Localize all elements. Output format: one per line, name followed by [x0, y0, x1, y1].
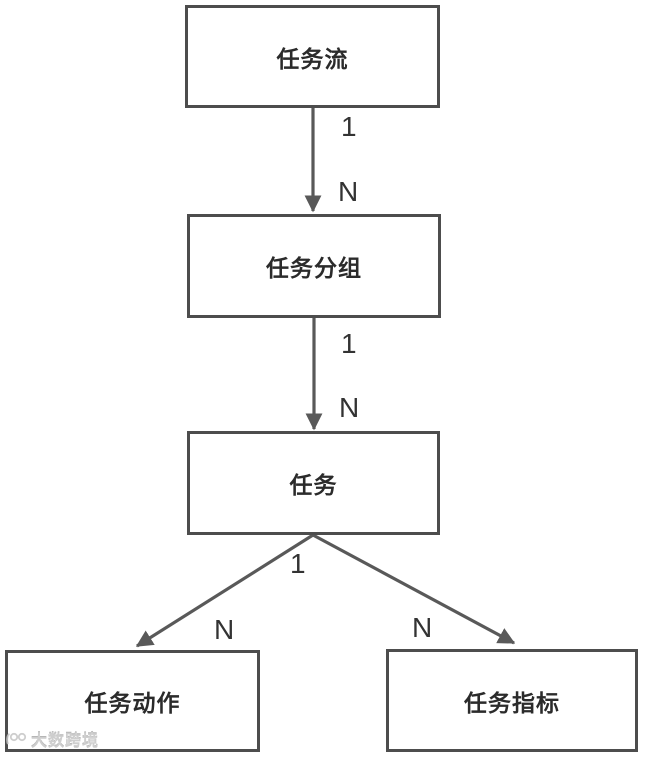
node-task-label: 任务	[289, 472, 338, 498]
edge3-cardinality-one: 1	[290, 548, 306, 579]
edge-task-taskmetric	[312, 533, 516, 645]
watermark-text: 大数跨境	[31, 733, 100, 750]
edge4-cardinality-many: N	[412, 612, 433, 643]
node-task-group-label: 任务分组	[266, 255, 362, 281]
edge-task-taskaction	[135, 533, 314, 648]
watermark: 大数跨境	[6, 727, 99, 751]
node-task-metric-label: 任务指标	[464, 689, 560, 716]
node-task-action: 任务动作	[5, 650, 260, 752]
edge1-cardinality-many: N	[338, 176, 359, 207]
node-task-group: 任务分组	[187, 214, 441, 318]
edge2-cardinality-one: 1	[341, 328, 357, 359]
node-task-metric: 任务指标	[386, 649, 638, 752]
node-task-action-label: 任务动作	[84, 690, 181, 716]
node-task-flow: 任务流	[185, 5, 440, 108]
edge1-cardinality-one: 1	[341, 111, 357, 142]
node-task-flow-label: 任务流	[276, 45, 349, 72]
edge2-cardinality-many: N	[339, 392, 360, 423]
edge3-cardinality-many: N	[214, 614, 235, 645]
node-task: 任务	[187, 431, 440, 535]
glasses-logo-icon	[6, 732, 27, 745]
